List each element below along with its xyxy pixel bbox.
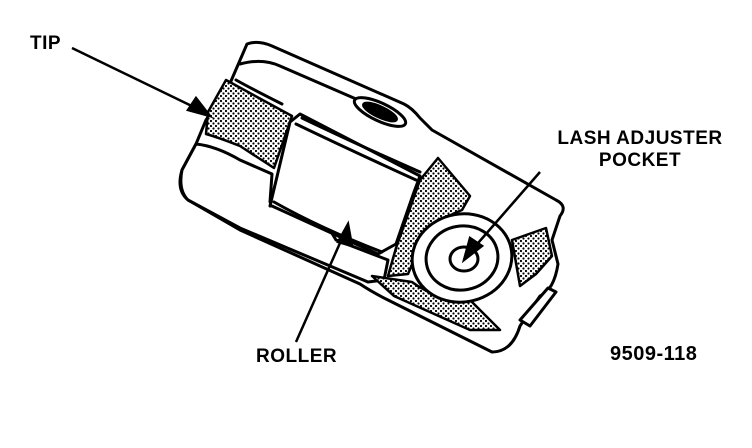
tip-label: TIP bbox=[30, 33, 62, 54]
roller-leader bbox=[294, 233, 346, 343]
roller-front-2 bbox=[300, 116, 422, 174]
lash-adjuster-label-line1: LASH ADJUSTER bbox=[557, 128, 723, 149]
lash-leader bbox=[471, 171, 541, 251]
lash-arrowhead bbox=[461, 235, 485, 264]
tip-face bbox=[204, 78, 294, 170]
top-ridge bbox=[238, 59, 402, 120]
roller-bottom bbox=[272, 200, 384, 254]
lash-adjuster-pocket-label: LASH ADJUSTER POCKET bbox=[545, 128, 735, 172]
roller-front bbox=[294, 122, 418, 182]
pocket-mid bbox=[424, 224, 500, 292]
right-web bbox=[510, 226, 554, 288]
figure-number: 9509-118 bbox=[610, 343, 698, 365]
lash-adjuster-label-line2: POCKET bbox=[598, 150, 682, 171]
end-tab bbox=[518, 286, 558, 328]
tip-leader bbox=[71, 46, 201, 112]
oil-hole-inner bbox=[362, 101, 398, 123]
roller-arrowhead bbox=[336, 220, 354, 248]
top-ridge-inner bbox=[234, 78, 284, 106]
roller-label: ROLLER bbox=[256, 346, 338, 367]
tip-arrowhead bbox=[185, 95, 214, 119]
